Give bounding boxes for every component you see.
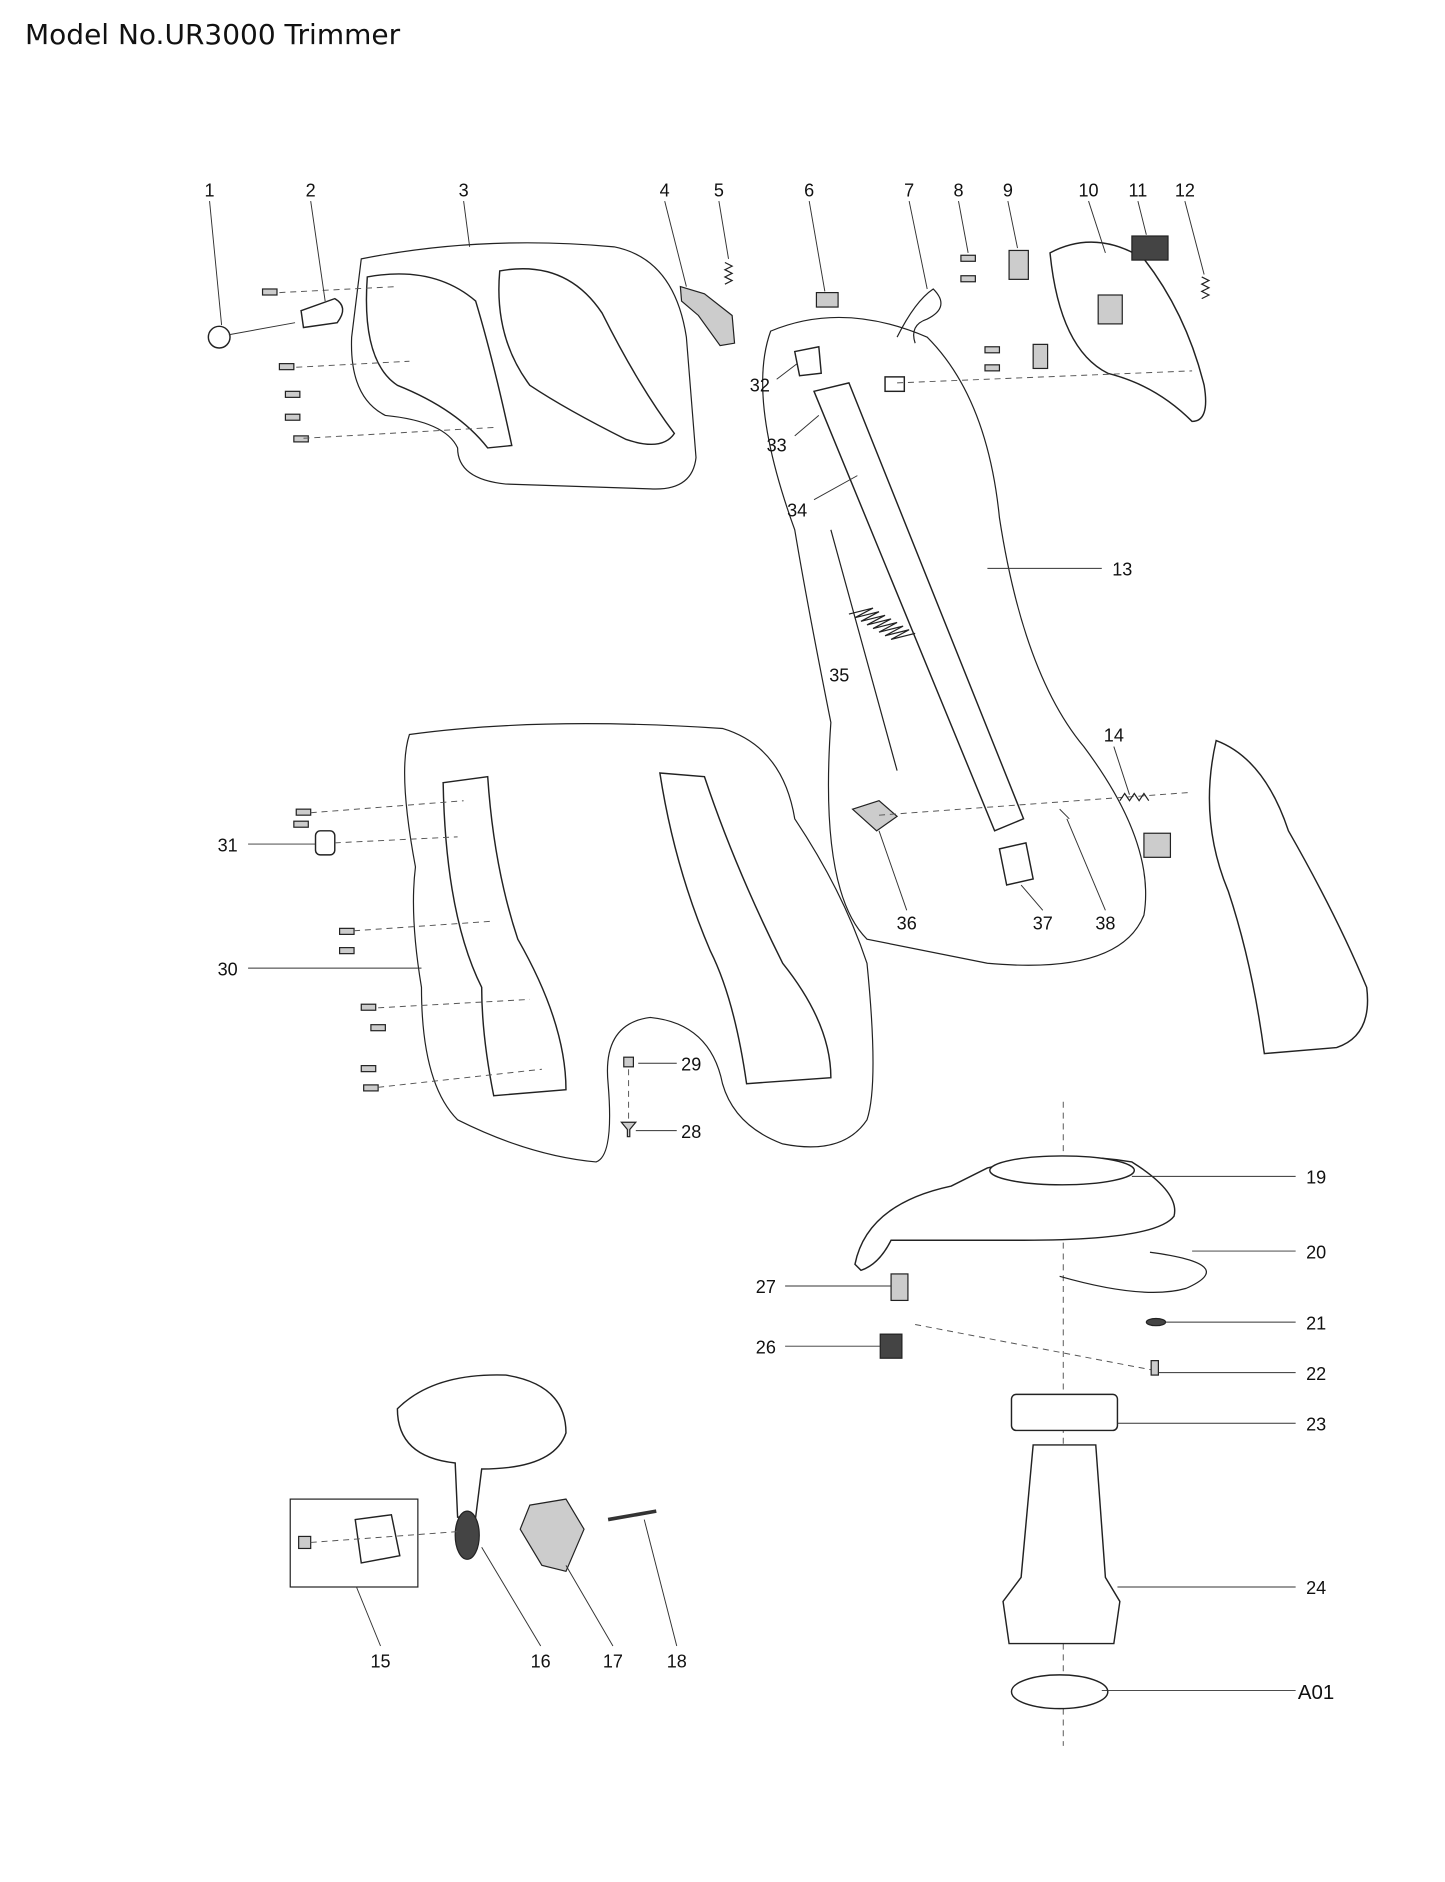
part-21-washer	[1145, 1317, 1167, 1327]
part-30-shaft-housing-left	[442, 775, 567, 1097]
label-14: 14	[1104, 726, 1124, 746]
screws-part-3	[261, 286, 494, 443]
label-38: 38	[1095, 914, 1115, 934]
part-16-handle	[396, 1374, 567, 1518]
part-labels: 1 2 3 4 5 6 7 8 9 10 11 12 13 14 32 33 3…	[205, 180, 1335, 1704]
part-18-bolt	[607, 1509, 657, 1522]
part-22-screw	[1150, 1360, 1159, 1376]
label-9: 9	[1003, 180, 1013, 200]
part-10-switch-block	[1097, 294, 1123, 325]
part-29-nut	[623, 1056, 634, 1068]
label-30: 30	[218, 959, 238, 979]
label-32: 32	[750, 375, 770, 395]
label-11: 11	[1129, 180, 1148, 200]
label-19: 19	[1306, 1168, 1326, 1188]
group-outline-3	[350, 242, 697, 490]
label-8: 8	[953, 180, 963, 200]
label-21: 21	[1306, 1313, 1326, 1333]
part-16-knob	[454, 1510, 480, 1560]
part-34-tube	[813, 382, 1025, 832]
part-1-plug	[207, 322, 296, 349]
label-12: 12	[1175, 180, 1195, 200]
label-13: 13	[1112, 560, 1132, 580]
label-17: 17	[603, 1652, 623, 1672]
part-6-connector	[815, 291, 839, 308]
part-15-nut	[298, 1535, 312, 1550]
label-26: 26	[756, 1337, 776, 1357]
part-4-trigger	[679, 285, 736, 347]
label-15: 15	[370, 1652, 390, 1672]
label-6: 6	[804, 180, 814, 200]
screws-part-30	[293, 800, 542, 1092]
part-32-cap	[793, 345, 823, 377]
label-10: 10	[1079, 180, 1099, 200]
part-13-housing-front	[1208, 739, 1369, 1055]
part-33-clip	[884, 376, 906, 393]
part-19-guard-ring	[989, 1155, 1136, 1186]
part-38-pin	[1059, 808, 1070, 820]
label-24: 24	[1306, 1578, 1326, 1598]
label-35: 35	[829, 666, 849, 686]
label-16: 16	[531, 1652, 551, 1672]
label-23: 23	[1306, 1414, 1326, 1434]
label-4: 4	[660, 180, 670, 200]
label-34: 34	[787, 501, 807, 521]
part-12-spring	[1200, 276, 1211, 300]
part-A01-spool	[1010, 1674, 1109, 1710]
part-36-bracket	[851, 800, 899, 832]
part-3-housing-right	[498, 268, 676, 446]
part-26-pad	[879, 1333, 903, 1359]
part-35-spring-cable	[830, 529, 916, 771]
part-11-switch	[1131, 235, 1169, 261]
label-18: 18	[667, 1652, 687, 1672]
label-5: 5	[714, 180, 724, 200]
part-17-clamp	[519, 1498, 585, 1573]
part-2-strain-relief	[300, 297, 344, 329]
part-13-switch-insert	[1143, 832, 1172, 858]
part-8-screws	[960, 254, 1001, 372]
label-36: 36	[897, 914, 917, 934]
label-31: 31	[218, 835, 238, 855]
group-outline-30	[404, 723, 874, 1163]
part-31-plug	[314, 830, 336, 856]
label-28: 28	[681, 1122, 701, 1142]
part-24-motor	[1002, 1444, 1121, 1645]
part-15-knob	[354, 1513, 401, 1564]
part-9-cord-clamp-2	[1032, 343, 1049, 370]
leader-lines	[209, 200, 1296, 1692]
part-37-collar	[998, 841, 1035, 886]
part-10-housing	[1049, 241, 1207, 423]
page-title: Model No.UR3000 Trimmer	[25, 18, 401, 51]
part-23-cap	[1010, 1393, 1119, 1432]
part-5-spring	[723, 261, 734, 285]
part-19-guard	[854, 1156, 1176, 1272]
part-27-bracket	[890, 1273, 909, 1302]
part-28-screw	[620, 1121, 638, 1138]
label-27: 27	[756, 1277, 776, 1297]
label-37: 37	[1033, 914, 1053, 934]
label-7: 7	[904, 180, 914, 200]
label-A01: A01	[1298, 1681, 1334, 1704]
part-7-wire	[896, 288, 942, 344]
group-outline-13	[762, 316, 1147, 966]
label-3: 3	[459, 180, 469, 200]
part-20-wire-guard	[1059, 1251, 1207, 1293]
part-15-box	[289, 1498, 419, 1588]
part-3-housing-left	[365, 273, 513, 449]
part-9-cord-clamp	[1008, 249, 1029, 280]
label-2: 2	[306, 180, 316, 200]
label-20: 20	[1306, 1242, 1326, 1262]
label-29: 29	[681, 1054, 701, 1074]
label-1: 1	[205, 180, 215, 200]
label-22: 22	[1306, 1364, 1326, 1384]
part-14-spring	[1119, 792, 1150, 802]
label-33: 33	[767, 436, 787, 456]
part-30-shaft-housing-right	[659, 772, 832, 1085]
